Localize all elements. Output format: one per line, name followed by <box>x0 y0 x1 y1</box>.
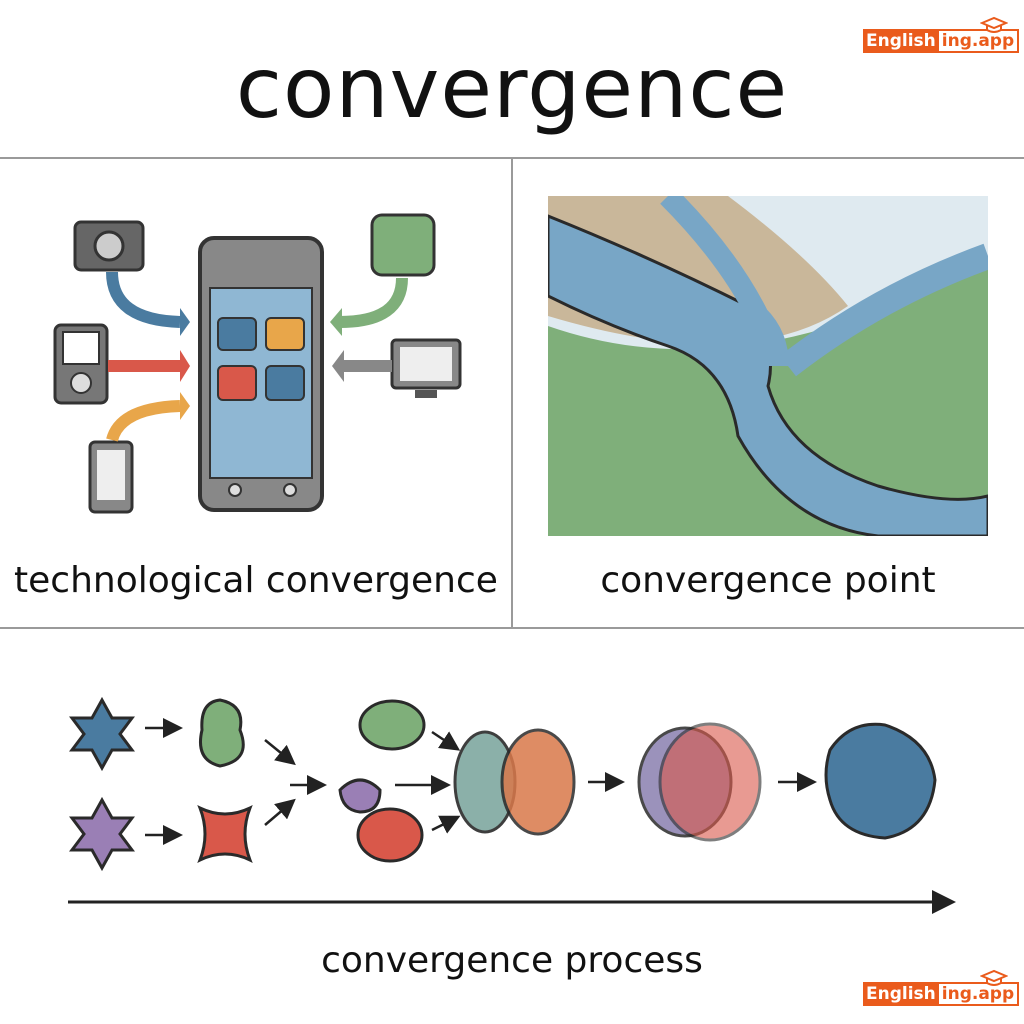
caption-technological-convergence: technological convergence <box>14 560 498 601</box>
divider-middle <box>0 627 1024 629</box>
mobile-device-icon <box>88 440 134 514</box>
camera-icon <box>73 220 145 272</box>
phone-app-icon <box>370 213 436 277</box>
star-shape-purple <box>69 796 135 872</box>
divider-vertical <box>511 158 513 628</box>
caption-convergence-point: convergence point <box>600 560 936 601</box>
star-shape-blue <box>69 696 135 772</box>
logo-text-english: English <box>863 982 939 1006</box>
caption-convergence-process: convergence process <box>321 940 703 981</box>
river-confluence-illustration <box>548 196 988 536</box>
page-title: convergence <box>235 39 789 137</box>
logo-text-ing: ing.app <box>938 29 1020 53</box>
technology-illustration <box>53 213 462 514</box>
smartphone-icon <box>198 236 324 512</box>
graduation-cap-icon <box>980 969 1008 986</box>
convergence-process-diagram <box>68 696 956 914</box>
logo-text-ing: ing.app <box>938 982 1020 1006</box>
music-player-icon <box>53 323 109 405</box>
monitor-icon <box>390 338 462 398</box>
logo-text-english: English <box>863 29 939 53</box>
graduation-cap-icon <box>980 16 1008 33</box>
